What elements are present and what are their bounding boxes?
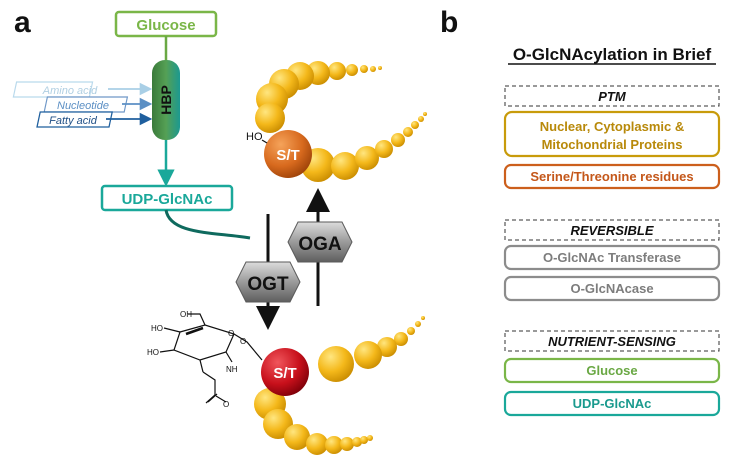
udp-sensing-box <box>503 390 721 417</box>
protein-bead <box>378 66 382 70</box>
glucose-sensing-label: Glucose <box>586 363 637 378</box>
protein-bead <box>360 65 368 73</box>
nucleotide-label: Nucleotide <box>57 100 109 112</box>
protein-bead <box>331 152 359 180</box>
oga-enzyme-label: O-GlcNAcase <box>570 281 653 296</box>
sugar-oh-label: OH <box>180 310 192 319</box>
glucose-sensing-box <box>503 357 721 384</box>
protein-bead <box>352 437 362 447</box>
nutrient-header-box <box>504 330 720 352</box>
sugar-o-label-1: O <box>240 337 246 346</box>
reversible-header-box <box>504 219 720 241</box>
protein-bead <box>328 62 346 80</box>
glcnac-structure <box>159 313 263 404</box>
sugar-o-label-3: O <box>223 400 229 409</box>
sugar-o-label-2: O <box>228 329 234 338</box>
ptm-header: PTM <box>598 89 627 104</box>
st-bottom-label: S/T <box>273 365 296 382</box>
st-residue-top <box>264 130 312 178</box>
panel-a-letter: a <box>14 6 31 39</box>
st-residue-bottom <box>261 348 309 396</box>
protein-bead <box>318 346 354 382</box>
reversible-header: REVERSIBLE <box>570 223 653 238</box>
protein-bead <box>306 433 328 455</box>
udp-sensing-label: UDP-GlcNAc <box>573 396 652 411</box>
protein-bead <box>346 64 358 76</box>
protein-bead <box>407 327 415 335</box>
ogt-label: OGT <box>247 274 289 295</box>
protein-bead <box>411 121 419 129</box>
ptm-residues-label: Serine/Threonine residues <box>530 169 693 184</box>
protein-bead <box>370 66 376 72</box>
hbp-pill <box>152 60 180 140</box>
protein-bead <box>284 424 310 450</box>
sugar-ho-label-1: HO <box>147 348 159 357</box>
protein-bead <box>418 116 424 122</box>
oga-label: OGA <box>298 234 342 255</box>
nutrient-header: NUTRIENT-SENSING <box>548 334 676 349</box>
ptm-proteins-line1: Nuclear, Cytoplasmic & <box>540 119 685 134</box>
amino-acid-label: Amino acid <box>42 85 98 97</box>
ptm-proteins-box <box>503 110 721 158</box>
ptm-header-box <box>504 85 720 107</box>
protein-bead <box>340 437 354 451</box>
fatty-acid-label: Fatty acid <box>49 115 98 127</box>
protein-bead <box>377 337 397 357</box>
ogt-enzyme-box <box>503 244 721 271</box>
protein-chain-top <box>255 61 427 182</box>
ptm-residues-box <box>503 163 721 190</box>
protein-bead <box>415 321 421 327</box>
protein-bead <box>403 127 413 137</box>
protein-bead <box>255 103 285 133</box>
panel-b-letter: b <box>440 6 458 39</box>
udp-glcnac-label: UDP-GlcNAc <box>122 191 213 208</box>
st-top-label: S/T <box>276 147 299 164</box>
protein-bead <box>391 133 405 147</box>
protein-chain-bottom <box>254 316 425 455</box>
glucose-label: Glucose <box>136 17 195 34</box>
udp-ogt-connector <box>164 209 251 240</box>
sugar-ho-label-2: HO <box>151 324 163 333</box>
protein-bead <box>423 112 427 116</box>
oga-hexagon <box>287 221 353 263</box>
protein-bead <box>360 436 368 444</box>
sugar-nh-label: NH <box>226 365 238 374</box>
ogt-enzyme-label: O-GlcNAc Transferase <box>543 250 681 265</box>
protein-bead <box>375 140 393 158</box>
ho-bond <box>261 139 268 144</box>
ho-label: HO <box>246 131 263 143</box>
oga-enzyme-box <box>503 275 721 302</box>
protein-bead <box>354 341 382 369</box>
ptm-proteins-line2: Mitochondrial Proteins <box>542 137 683 152</box>
protein-bead <box>367 435 373 441</box>
panel-b-title: O-GlcNAcylation in Brief <box>513 45 712 64</box>
protein-bead <box>421 316 425 320</box>
ogt-hexagon <box>235 261 301 303</box>
protein-bead <box>325 436 343 454</box>
hbp-label: HBP <box>158 85 174 115</box>
protein-bead <box>355 146 379 170</box>
protein-bead <box>394 332 408 346</box>
